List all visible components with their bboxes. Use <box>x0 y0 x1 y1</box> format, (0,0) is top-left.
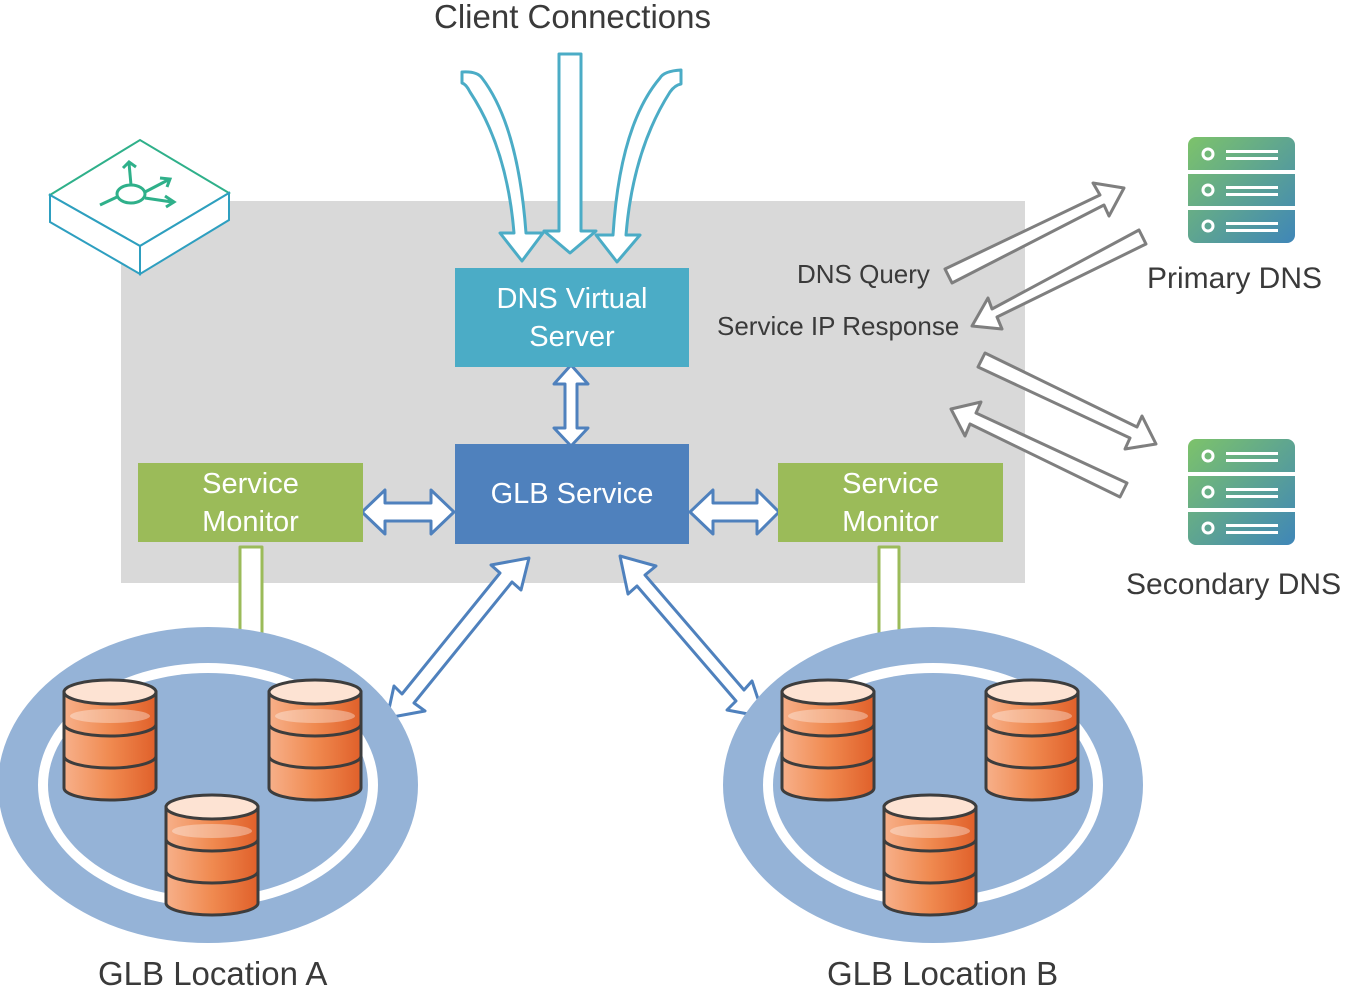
dns-virtual-server-box: DNS Virtual Server <box>455 268 689 367</box>
location-a-label: GLB Location A <box>98 955 328 992</box>
location-a-database-icon <box>62 678 158 802</box>
location-b-database-icon <box>882 793 978 917</box>
service-ip-response-label: Service IP Response <box>717 311 960 341</box>
dns-arrows <box>943 181 1158 499</box>
secondary-dns-server-icon <box>1186 437 1297 547</box>
client-connections-label: Client Connections <box>434 0 711 35</box>
glb-service-label: GLB Service <box>490 478 654 510</box>
service-monitor-right-box: Service Monitor <box>778 463 1003 542</box>
primary-dns-label: Primary DNS <box>1147 262 1323 295</box>
dns-virtual-server-label: DNS Virtual Server <box>496 282 648 353</box>
glb-service-box: GLB Service <box>455 444 689 544</box>
primary-dns-server-icon <box>1186 135 1297 245</box>
service-monitor-left-label: Service Monitor <box>202 467 299 538</box>
location-b-label: GLB Location B <box>827 955 1059 992</box>
location-a-database-icon <box>164 793 260 917</box>
secondary-dns-label: Secondary DNS <box>1126 568 1342 601</box>
load-balancer-icon <box>48 138 231 276</box>
location-b-database-icon <box>780 678 876 802</box>
service-monitor-right-label: Service Monitor <box>842 467 939 538</box>
location-a-database-icon <box>267 678 363 802</box>
client-arrows <box>460 52 683 264</box>
service-monitor-left-box: Service Monitor <box>138 463 363 542</box>
dns-query-label: DNS Query <box>797 259 930 289</box>
location-b-database-icon <box>984 678 1080 802</box>
glb-double-arrows <box>360 363 781 720</box>
